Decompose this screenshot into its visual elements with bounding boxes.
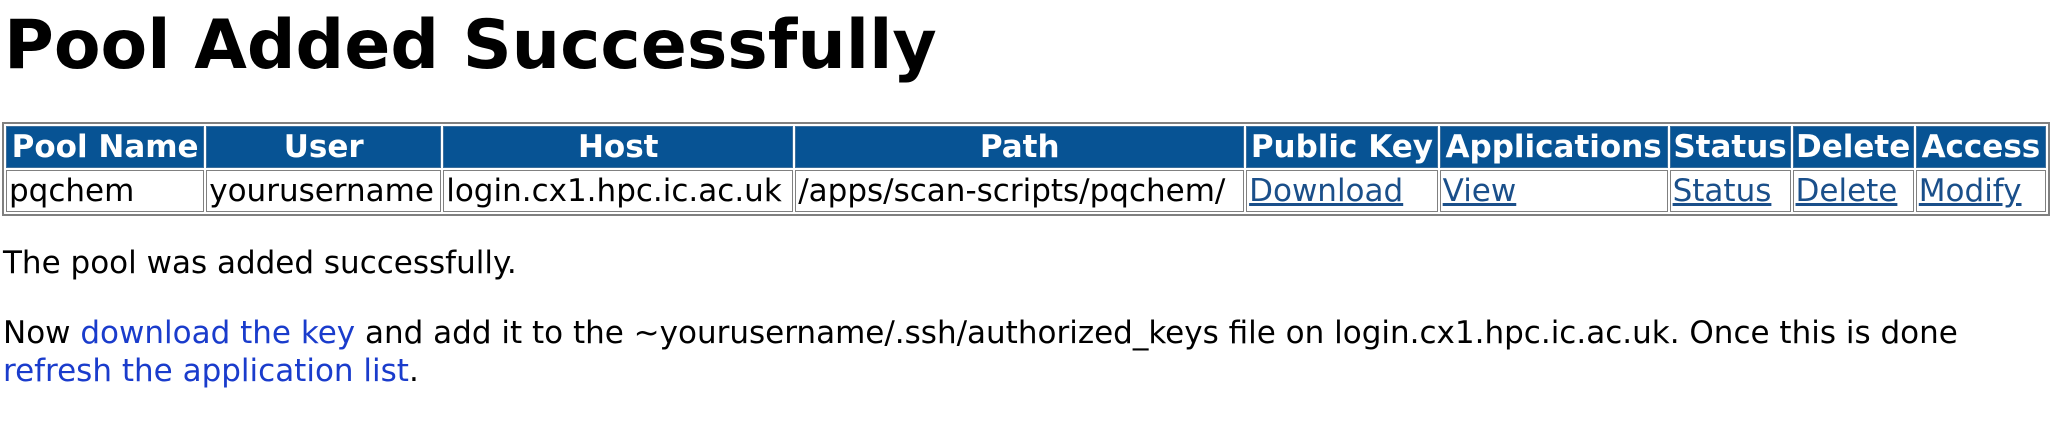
header-path: Path — [795, 126, 1245, 168]
success-message: The pool was added successfully. — [3, 245, 517, 281]
refresh-application-list-link[interactable]: refresh the application list — [3, 353, 409, 389]
cell-pool-name: pqchem — [6, 170, 205, 212]
cell-user: yourusername — [206, 170, 442, 212]
header-user: User — [206, 126, 442, 168]
cell-access: Modify — [1915, 170, 2046, 212]
status-link[interactable]: Status — [1672, 173, 1772, 209]
header-host: Host — [443, 126, 794, 168]
cell-status: Status — [1669, 170, 1791, 212]
cell-applications: View — [1439, 170, 1668, 212]
cell-delete: Delete — [1792, 170, 1914, 212]
cell-public-key: Download — [1246, 170, 1438, 212]
download-the-key-link[interactable]: download the key — [80, 315, 356, 351]
page-title: Pool Added Successfully — [4, 6, 937, 85]
header-access: Access — [1915, 126, 2046, 168]
instructions-suffix: . — [408, 353, 419, 389]
table-row: pqchem yourusername login.cx1.hpc.ic.ac.… — [6, 170, 2046, 212]
table-header-row: Pool Name User Host Path Public Key Appl… — [6, 126, 2046, 168]
header-public-key: Public Key — [1246, 126, 1438, 168]
header-applications: Applications — [1439, 126, 1668, 168]
cell-host: login.cx1.hpc.ic.ac.uk — [443, 170, 794, 212]
delete-link[interactable]: Delete — [1795, 173, 1898, 209]
view-applications-link[interactable]: View — [1442, 173, 1517, 209]
instructions-prefix: Now — [3, 315, 81, 351]
header-status: Status — [1669, 126, 1791, 168]
header-delete: Delete — [1792, 126, 1914, 168]
instructions-paragraph: Now download the key and add it to the ~… — [3, 314, 1958, 390]
pool-table: Pool Name User Host Path Public Key Appl… — [2, 122, 2050, 216]
modify-access-link[interactable]: Modify — [1918, 173, 2022, 209]
cell-path: /apps/scan-scripts/pqchem/ — [795, 170, 1245, 212]
download-key-link[interactable]: Download — [1249, 173, 1404, 209]
header-pool-name: Pool Name — [6, 126, 205, 168]
instructions-middle: and add it to the ~yourusername/.ssh/aut… — [355, 315, 1958, 351]
